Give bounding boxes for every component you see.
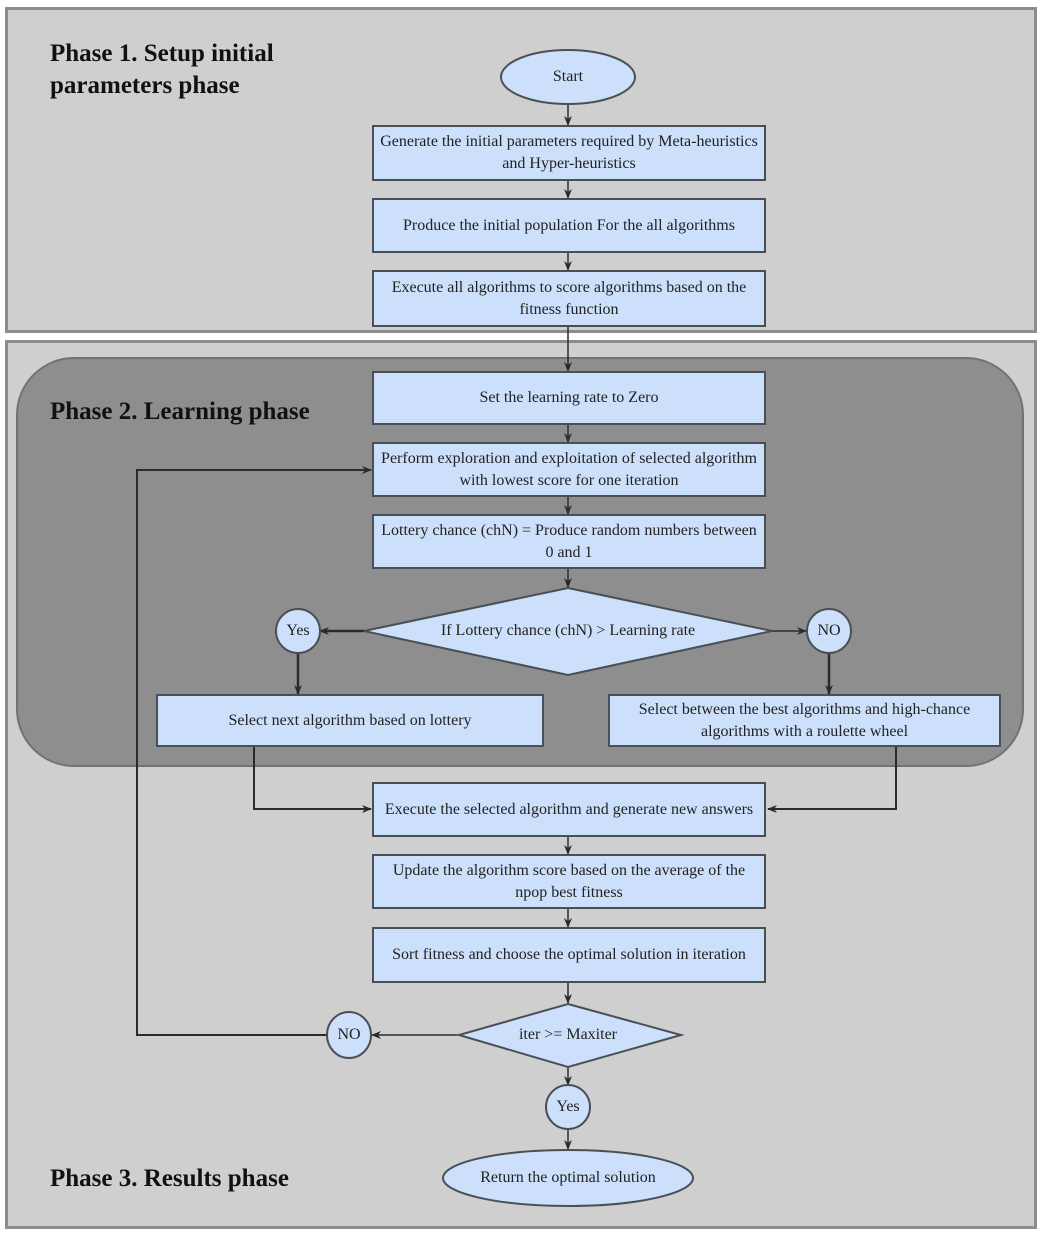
execute-all-label: Execute all algorithms to score algorith… xyxy=(391,278,747,318)
produce-population-node xyxy=(372,198,766,253)
update-score-node xyxy=(372,854,766,909)
yes-1-node xyxy=(275,608,321,654)
no-2-node xyxy=(326,1011,372,1059)
select-roulette-node xyxy=(608,694,1001,747)
execute-selected-node xyxy=(372,782,766,837)
update-score-label: Update the algorithm score based on the … xyxy=(392,861,746,901)
select-lottery-label: Select next algorithm based on lottery xyxy=(228,711,472,729)
lottery-decision-label: If Lottery chance (chN) > Learning rate xyxy=(440,622,696,639)
execute-all-node xyxy=(372,270,766,327)
yes-1-label: Yes xyxy=(286,622,310,639)
perform-exploration-node xyxy=(372,442,766,497)
select-lottery-node xyxy=(156,694,544,747)
return-solution-node xyxy=(442,1149,694,1207)
iter-decision-label: iter >= Maxiter xyxy=(518,1026,617,1043)
produce-population-label: Produce the initial population For the a… xyxy=(403,216,735,234)
iter-decision-node xyxy=(455,1002,685,1069)
return-solution-label: Return the optimal solution xyxy=(480,1169,656,1186)
sort-fitness-node xyxy=(372,927,766,983)
lottery-chance-node xyxy=(372,514,766,569)
execute-selected-label: Execute the selected algorithm and gener… xyxy=(384,800,754,818)
lottery-chance-label: Lottery chance (chN) = Produce random nu… xyxy=(381,521,757,561)
generate-params-node xyxy=(372,125,766,181)
start-node xyxy=(500,49,636,105)
yes-2-label: Yes xyxy=(556,1098,580,1115)
phase1-title: Phase 1. Setup initial parameters phase xyxy=(50,40,274,99)
edge-selectroulette-executeselected xyxy=(767,746,897,813)
set-learning-rate-node xyxy=(372,371,766,425)
phase2-title: Phase 2. Learning phase xyxy=(50,398,310,425)
set-learning-rate-label: Set the learning rate to Zero xyxy=(479,389,659,406)
start-label: Start xyxy=(552,68,584,85)
edge-no-loopback xyxy=(136,466,372,1036)
no-2-label: NO xyxy=(337,1026,361,1043)
lottery-decision-node xyxy=(363,586,773,677)
no-1-label: NO xyxy=(817,622,841,639)
sort-fitness-label: Sort fitness and choose the optimal solu… xyxy=(392,946,746,963)
no-1-node xyxy=(806,608,852,654)
generate-params-label: Generate the initial parameters required… xyxy=(380,133,758,172)
yes-2-node xyxy=(545,1084,591,1130)
phase3-title: Phase 3. Results phase xyxy=(50,1165,289,1192)
select-roulette-label: Select between the best algorithms and h… xyxy=(638,700,971,740)
edge-selectlottery-executeselected xyxy=(253,746,372,813)
perform-exploration-label: Perform exploration and exploitation of … xyxy=(381,449,757,489)
